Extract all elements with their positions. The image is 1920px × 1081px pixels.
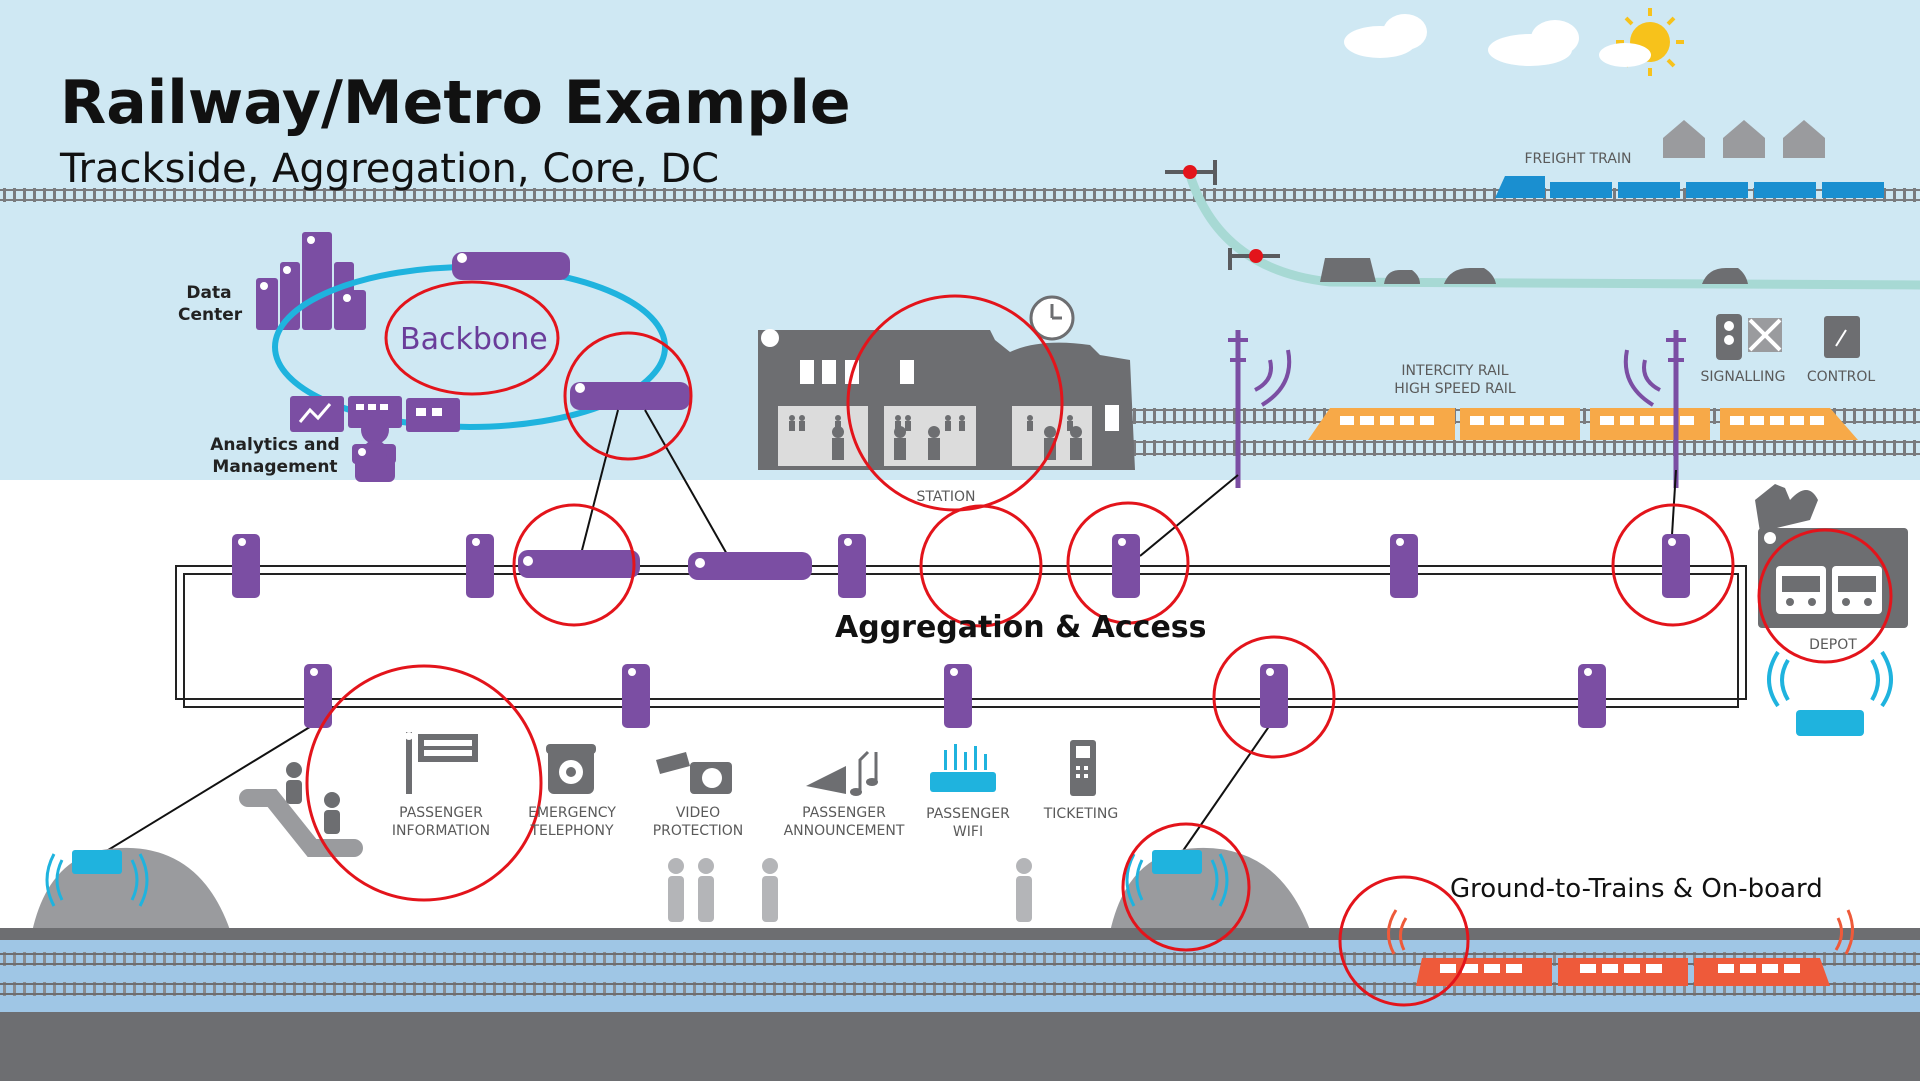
analytics-label: Analytics and Management bbox=[210, 434, 340, 478]
cloud-icon bbox=[1344, 14, 1579, 66]
wifi-access-point-icon bbox=[930, 744, 996, 792]
radio-mast-icon bbox=[1228, 330, 1686, 488]
station-building-icon bbox=[758, 295, 1135, 470]
passenger-info-icon bbox=[405, 732, 478, 794]
service-line2: PROTECTION bbox=[652, 823, 744, 839]
service-line1: TICKETING bbox=[1043, 806, 1119, 822]
service-label-emergency-telephony: EMERGENCY TELEPHONY bbox=[512, 804, 632, 840]
ground-to-trains-label: Ground-to-Trains & On-board bbox=[1450, 874, 1823, 904]
service-line2: ANNOUNCEMENT bbox=[783, 823, 905, 839]
highlight-circles bbox=[305, 280, 1893, 1007]
service-line1: PASSENGER bbox=[399, 805, 483, 821]
data-center-label: Data Center bbox=[178, 282, 243, 326]
service-line1: VIDEO bbox=[675, 805, 721, 821]
analytics-label-line1: Analytics and bbox=[210, 435, 340, 455]
branch-track bbox=[1185, 173, 1920, 290]
escalator-icon bbox=[239, 762, 363, 857]
depot-wifi-access-point-icon bbox=[1767, 650, 1893, 736]
platform-band bbox=[0, 928, 1920, 940]
aggregation-access-label: Aggregation & Access bbox=[835, 610, 1207, 645]
uplink-lines bbox=[94, 409, 1677, 859]
camera-icon bbox=[656, 752, 732, 794]
intercity-label-line1: INTERCITY RAIL bbox=[1401, 363, 1509, 379]
depot-label: DEPOT bbox=[1809, 637, 1857, 653]
ground-band bbox=[0, 1012, 1920, 1081]
slide-subtitle: Trackside, Aggregation, Core, DC bbox=[60, 146, 720, 192]
intercity-label-line2: HIGH SPEED RAIL bbox=[1394, 381, 1516, 397]
control-label: CONTROL bbox=[1806, 369, 1876, 385]
service-line1: PASSENGER bbox=[802, 805, 886, 821]
service-label-passenger-wifi: PASSENGER WIFI bbox=[912, 805, 1024, 841]
track-signal-icon bbox=[1165, 160, 1280, 270]
control-icon bbox=[1824, 316, 1860, 358]
intercity-train-icon bbox=[1308, 408, 1858, 440]
service-label-passenger-announcement: PASSENGER ANNOUNCEMENT bbox=[776, 804, 912, 840]
station-label: STATION bbox=[916, 489, 976, 505]
passenger-figures bbox=[668, 858, 1032, 922]
freight-train-icon bbox=[1495, 176, 1884, 198]
analytics-management-icon bbox=[290, 396, 460, 482]
freight-train-label: FREIGHT TRAIN bbox=[1524, 151, 1632, 167]
backbone-label: Backbone bbox=[400, 322, 548, 357]
core-router-icon bbox=[452, 252, 690, 410]
depot-building-icon bbox=[1755, 484, 1908, 628]
service-label-video-protection: VIDEO PROTECTION bbox=[640, 804, 756, 840]
ticket-machine-icon bbox=[1070, 740, 1096, 796]
vehicle-icons bbox=[1320, 258, 1748, 284]
access-switch-icons bbox=[232, 534, 1690, 728]
data-center-label-line2: Center bbox=[178, 305, 243, 325]
telephone-icon bbox=[546, 744, 596, 794]
service-label-passenger-information: PASSENGER INFORMATION bbox=[376, 804, 506, 840]
house-icons bbox=[1663, 120, 1825, 158]
service-line2: TELEPHONY bbox=[530, 823, 614, 839]
data-center-label-line1: Data bbox=[186, 283, 232, 303]
signalling-icon bbox=[1716, 314, 1782, 360]
analytics-label-line2: Management bbox=[212, 457, 338, 477]
intercity-label: INTERCITY RAIL HIGH SPEED RAIL bbox=[1372, 362, 1538, 398]
megaphone-icon bbox=[806, 750, 878, 796]
slide-title: Railway/Metro Example bbox=[60, 68, 851, 138]
bottom-rail-tracks bbox=[0, 952, 1920, 996]
service-line1: PASSENGER bbox=[926, 806, 1010, 822]
service-line2: INFORMATION bbox=[391, 823, 491, 839]
aggregation-router-icon bbox=[518, 550, 812, 580]
service-line2: WIFI bbox=[952, 824, 984, 840]
service-line1: EMERGENCY bbox=[528, 805, 616, 821]
data-center-servers-icon bbox=[256, 232, 366, 330]
top-rail-track bbox=[0, 188, 1920, 202]
service-label-ticketing: TICKETING bbox=[1026, 805, 1136, 823]
sun-icon bbox=[1599, 8, 1684, 76]
signalling-label: SIGNALLING bbox=[1700, 369, 1786, 385]
metro-train-icon bbox=[1387, 909, 1854, 986]
